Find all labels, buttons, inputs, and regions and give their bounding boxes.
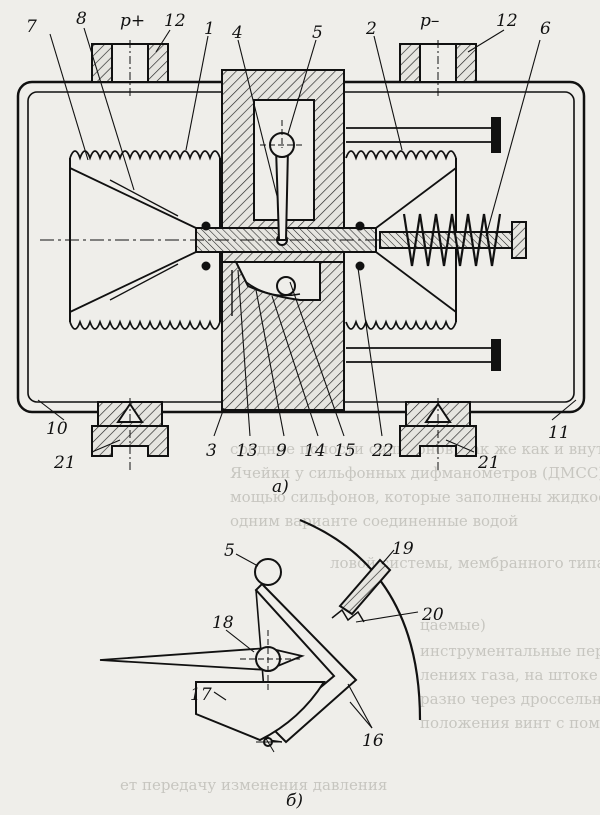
caption-b: б) <box>286 791 303 811</box>
bg-line: положения винт с помощью клапана 15 обес… <box>420 714 600 732</box>
label-8: 8 <box>76 9 87 29</box>
leader-lines <box>37 27 577 453</box>
bg-line: разно через дроссельный канал 14. Регули… <box>420 690 600 708</box>
label-2: 2 <box>365 19 377 39</box>
label-10: 10 <box>46 419 68 439</box>
port-p-plus <box>91 40 169 96</box>
port-p-minus <box>399 40 477 96</box>
caption-a: а) <box>272 477 289 497</box>
bg-line: одним варианте соединенные водой <box>230 512 518 530</box>
label-b-5: 5 <box>224 541 235 561</box>
spring-20 <box>331 608 365 623</box>
labels-a: 7 8 p+ 12 1 4 5 2 p– 12 6 10 11 3 13 9 1… <box>26 9 570 497</box>
adjust-screw-19 <box>338 558 392 616</box>
label-1: 1 <box>204 19 215 39</box>
counterweight-17 <box>195 681 326 742</box>
bg-line: мощью сильфонов, которые заполнены жидко… <box>230 488 600 506</box>
scale-arc <box>299 518 422 721</box>
drain-port-left <box>91 398 169 470</box>
lever-4 <box>260 120 304 241</box>
label-5: 5 <box>312 23 323 43</box>
label-7: 7 <box>26 17 37 37</box>
drain-port-right <box>399 398 477 470</box>
label-20: 20 <box>421 605 444 625</box>
label-13: 13 <box>236 441 258 461</box>
bg-line: ет передачу изменения давления <box>120 776 387 794</box>
bg-line: цаемые) <box>420 616 486 634</box>
bg-line: лениях газа, на штоке с тягой к стрелочн… <box>420 666 600 684</box>
bg-line: Ячейки у сильфонных дифманометров (ДМСС)… <box>230 464 600 482</box>
label-15: 15 <box>334 441 356 461</box>
label-9: 9 <box>276 441 287 461</box>
figure-a <box>16 27 586 470</box>
label-17: 17 <box>190 685 212 705</box>
label-3: 3 <box>206 441 217 461</box>
label-4: 4 <box>231 23 243 43</box>
range-spring <box>379 213 527 267</box>
label-p-plus: p+ <box>120 11 145 31</box>
label-12-right: 12 <box>496 11 518 31</box>
figure-b <box>99 518 422 753</box>
pivot-5 <box>254 558 282 586</box>
label-12-left: 12 <box>164 11 186 31</box>
valve-assembly <box>231 261 321 316</box>
label-18: 18 <box>212 613 234 633</box>
background-text: средние полости сильфонов, так же как и … <box>120 440 600 794</box>
pointer-18 <box>99 647 305 671</box>
label-6: 6 <box>540 19 551 39</box>
label-p-minus: p– <box>420 11 439 31</box>
bg-line: ловой системы, мембранного типа ДМЭ-2 <box>330 554 600 572</box>
label-22: 22 <box>371 441 394 461</box>
label-21-left: 21 <box>53 453 76 473</box>
label-14: 14 <box>304 441 326 461</box>
label-19: 19 <box>392 539 414 559</box>
labels-b: 5 19 20 18 17 16 б) <box>190 539 444 811</box>
label-21-right: 21 <box>477 453 500 473</box>
label-11: 11 <box>548 423 570 443</box>
bg-line: инструментальные перепады давлений при <box>420 642 600 660</box>
label-16: 16 <box>362 731 384 751</box>
